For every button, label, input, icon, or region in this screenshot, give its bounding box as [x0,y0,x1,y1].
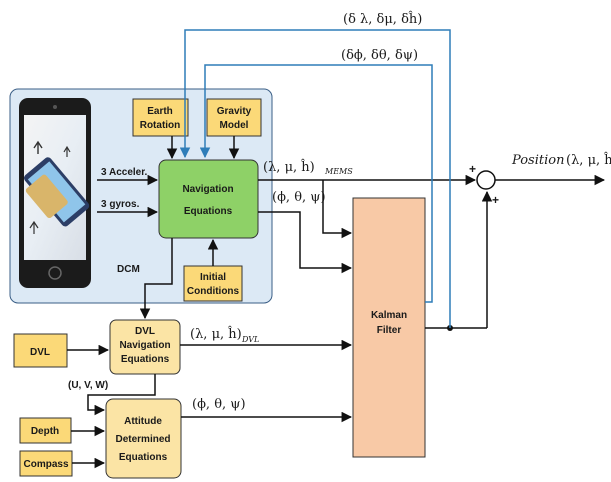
mems-attitude-label: (ϕ, θ, ψ) [272,190,326,205]
attitude-line1: Attitude [124,416,162,427]
gravity-model-line1: Gravity [217,106,252,117]
attitude-line2: Determined [115,434,170,445]
navigation-equations-block [158,159,259,239]
mems-subscript: MEMS [324,167,353,176]
attitude-correction-label: (δϕ, δθ, δψ) [341,48,418,63]
signal-connectors [67,136,606,469]
navigation-equations-line2: Equations [184,206,233,217]
navigation-equations-line1: Navigation [182,184,233,195]
dvl-navigation-equations-block [109,319,181,375]
kalman-filter-line2: Filter [377,325,402,336]
position-vars: (λ, μ, ĥ) [566,152,611,168]
gyros-label: 3 gyros. [101,199,140,210]
accel-label: 3 Acceler. [101,167,148,178]
dcm-label: DCM [117,264,140,275]
earth-rotation-block [132,98,189,137]
gravity-model-line2: Model [220,120,249,131]
attitude-output-label: (ϕ, θ, ψ) [192,397,246,412]
initial-conditions-line1: Initial [200,272,226,283]
earth-rotation-line2: Rotation [140,120,181,131]
depth-label: Depth [31,426,59,437]
plus-sign-top: + [469,162,476,176]
dvl-nav-line2: Navigation [119,340,170,351]
summing-junction [476,170,496,190]
uvw-label: (U, V, W) [68,380,108,391]
feedback-lines [179,29,451,328]
position-correction-label: (δ λ, δμ, δĥ) [343,11,422,27]
kalman-filter-line1: Kalman [371,310,407,321]
initial-conditions-line2: Conditions [187,286,240,297]
attitude-equations-block [105,398,182,479]
earth-rotation-line1: Earth [147,106,173,117]
compass-label: Compass [23,459,68,470]
depth-block [19,417,72,444]
kalman-filter-block [352,197,426,458]
mems-position-label: (λ, μ, ĥ) [263,159,315,175]
dvl-label: DVL [30,347,50,358]
attitude-line3: Equations [119,452,168,463]
smartphone-icon [19,98,91,288]
gravity-model-block [206,98,262,137]
dvl-subscript: DVL [241,335,259,344]
plus-sign-bottom: + [492,193,499,207]
dvl-nav-line1: DVL [135,326,155,337]
dvl-nav-line3: Equations [121,354,170,365]
position-word: Position [511,153,564,168]
dvl-position-label: (λ, μ, ĥ) [190,326,242,342]
compass-block [19,450,73,477]
dvl-block [13,333,68,368]
